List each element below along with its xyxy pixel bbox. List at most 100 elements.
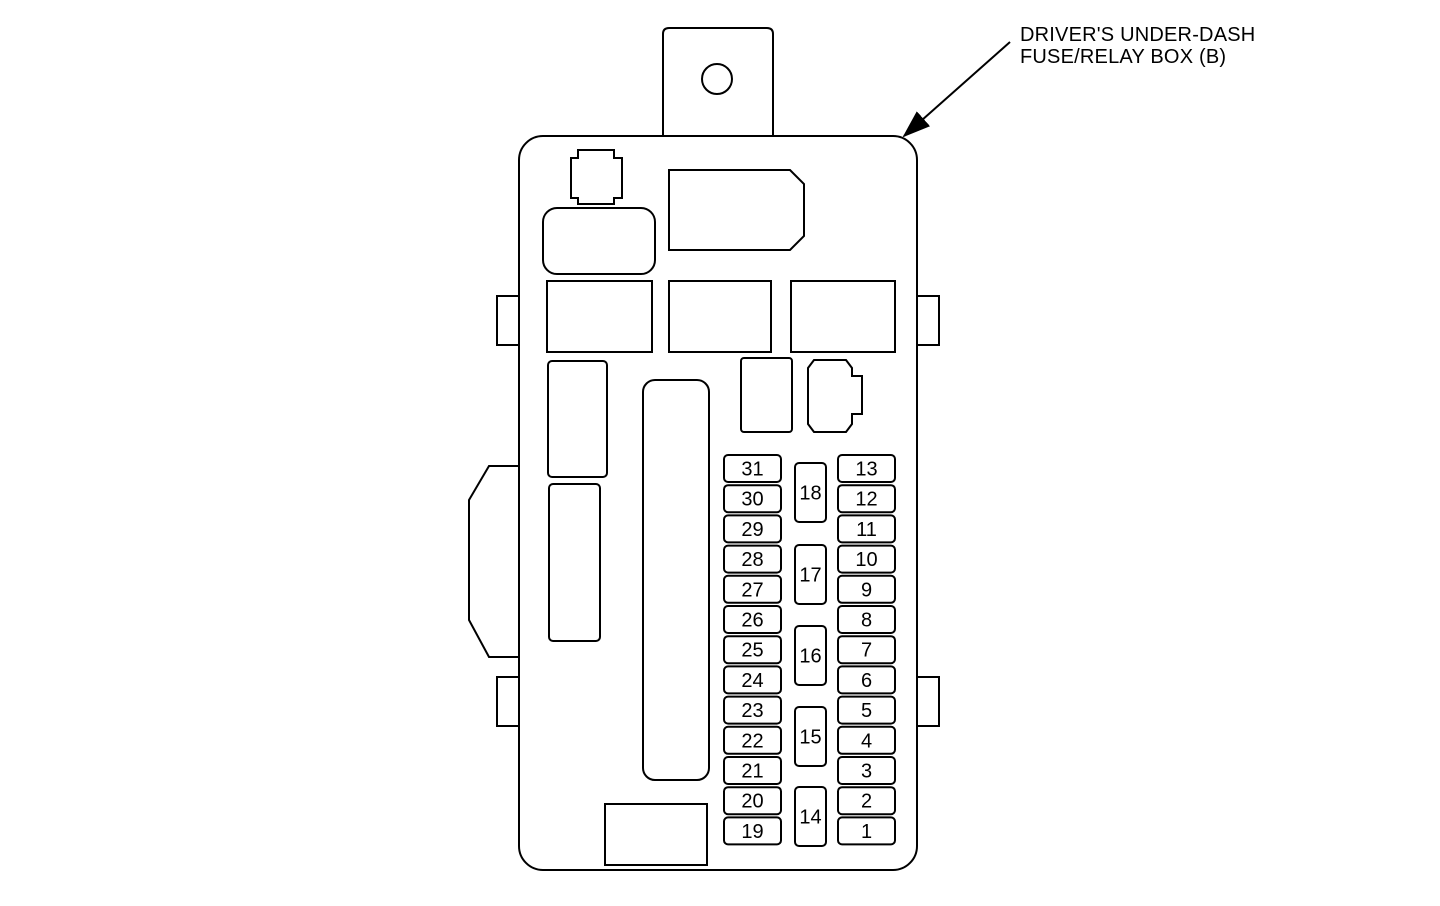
fuse-number: 9 [861,579,872,601]
fuse-4: 4 [837,725,896,755]
fuse-slot [837,605,896,634]
fuse-23: 23 [723,695,782,725]
fuse-21: 21 [723,756,782,785]
fuse-number: 26 [741,610,763,632]
fuse-number: 4 [861,730,872,752]
fuse-number: 6 [861,670,872,692]
fuse-22: 22 [723,725,782,755]
fuse-27: 27 [723,574,782,604]
fuse-8: 8 [837,605,896,634]
fuse-slot [723,725,782,755]
fuse-25: 25 [723,635,782,665]
relay-socket-row-center [668,280,772,353]
fuse-15: 15 [794,706,827,767]
fuse-number: 2 [861,791,872,813]
fuse-slot [723,635,782,665]
right-clip-lower [917,676,940,727]
fuse-box-callout: DRIVER'S UNDER-DASH FUSE/RELAY BOX (B) [1020,24,1255,68]
fuse-number: 23 [741,700,763,722]
fuse-slot [723,514,782,544]
fuse-number: 19 [741,821,763,843]
fuse-number: 21 [741,761,763,783]
fuse-1: 1 [837,816,896,846]
fuse-18: 18 [794,462,827,523]
socket-left-lower [548,483,601,642]
callout-line-2: FUSE/RELAY BOX (B) [1020,46,1227,68]
socket-bottom [604,803,708,866]
fuse-number: 31 [741,459,763,481]
fuse-slot [794,706,827,767]
relay-socket-upper-right [668,169,805,251]
relay-socket-row-left [546,280,653,353]
fuse-29: 29 [723,514,782,544]
socket-small-center [740,357,793,433]
top-connector-socket [570,149,623,205]
fuse-slot [723,665,782,695]
fuse-2: 2 [837,786,896,816]
fuse-number: 5 [861,700,872,722]
fuse-11: 11 [837,514,896,544]
fuse-31: 31 [723,454,782,483]
fuse-slot [837,484,896,514]
fuse-number: 15 [799,727,821,749]
fuse-number: 28 [741,549,763,571]
fuse-slot [837,574,896,604]
fuse-number: 11 [856,519,877,541]
fuse-slot [723,816,782,846]
fuse-slot [837,635,896,665]
fuse-number: 22 [741,730,763,752]
fuse-7: 7 [837,635,896,665]
fuse-slot [837,725,896,755]
fuse-slot [723,756,782,785]
fuse-slot [837,816,896,846]
fuse-6: 6 [837,665,896,695]
fuse-number: 8 [861,610,872,632]
fuse-number: 29 [741,519,763,541]
fuse-28: 28 [723,544,782,574]
left-clip-upper [496,295,519,346]
fuse-slot [794,786,827,847]
relay-socket-upper-left [542,207,656,275]
fuse-10: 10 [837,544,896,574]
fuse-slot [723,454,782,483]
fuse-slot [794,544,827,605]
socket-small-right [807,359,863,433]
fuse-number: 12 [855,489,877,511]
fuse-16: 16 [794,625,827,686]
fuse-14: 14 [794,786,827,847]
fuse-slot [837,756,896,785]
fuse-26: 26 [723,605,782,634]
fuse-layer: 3130292827262524232221201913121110987654… [723,454,896,847]
fuse-3: 3 [837,756,896,785]
fuse-17: 17 [794,544,827,605]
fuse-30: 30 [723,484,782,514]
fuse-number: 7 [861,640,872,662]
fuse-number: 20 [741,791,763,813]
fuse-slot [723,786,782,816]
fuse-9: 9 [837,574,896,604]
callout-arrow [902,41,1011,138]
fuse-5: 5 [837,695,896,725]
fuse-number: 17 [799,565,821,587]
fuse-number: 3 [861,761,872,783]
fuse-slot [837,454,896,483]
fuse-number: 25 [741,640,763,662]
fuse-slot [837,544,896,574]
fuse-number: 13 [855,459,877,481]
right-clip-upper [917,295,940,346]
fuse-slot [837,514,896,544]
fuse-slot [723,574,782,604]
fuse-13: 13 [837,454,896,483]
fuse-12: 12 [837,484,896,514]
socket-left-upper [547,360,608,478]
fuse-slot [837,665,896,695]
fuse-20: 20 [723,786,782,816]
relay-socket-row-right [790,280,896,353]
mounting-hole [701,63,733,95]
fuse-number: 27 [741,579,763,601]
fuse-slot [723,605,782,634]
fuse-number: 18 [799,483,821,505]
connector-slot-long [642,379,710,781]
fuse-19: 19 [723,816,782,846]
